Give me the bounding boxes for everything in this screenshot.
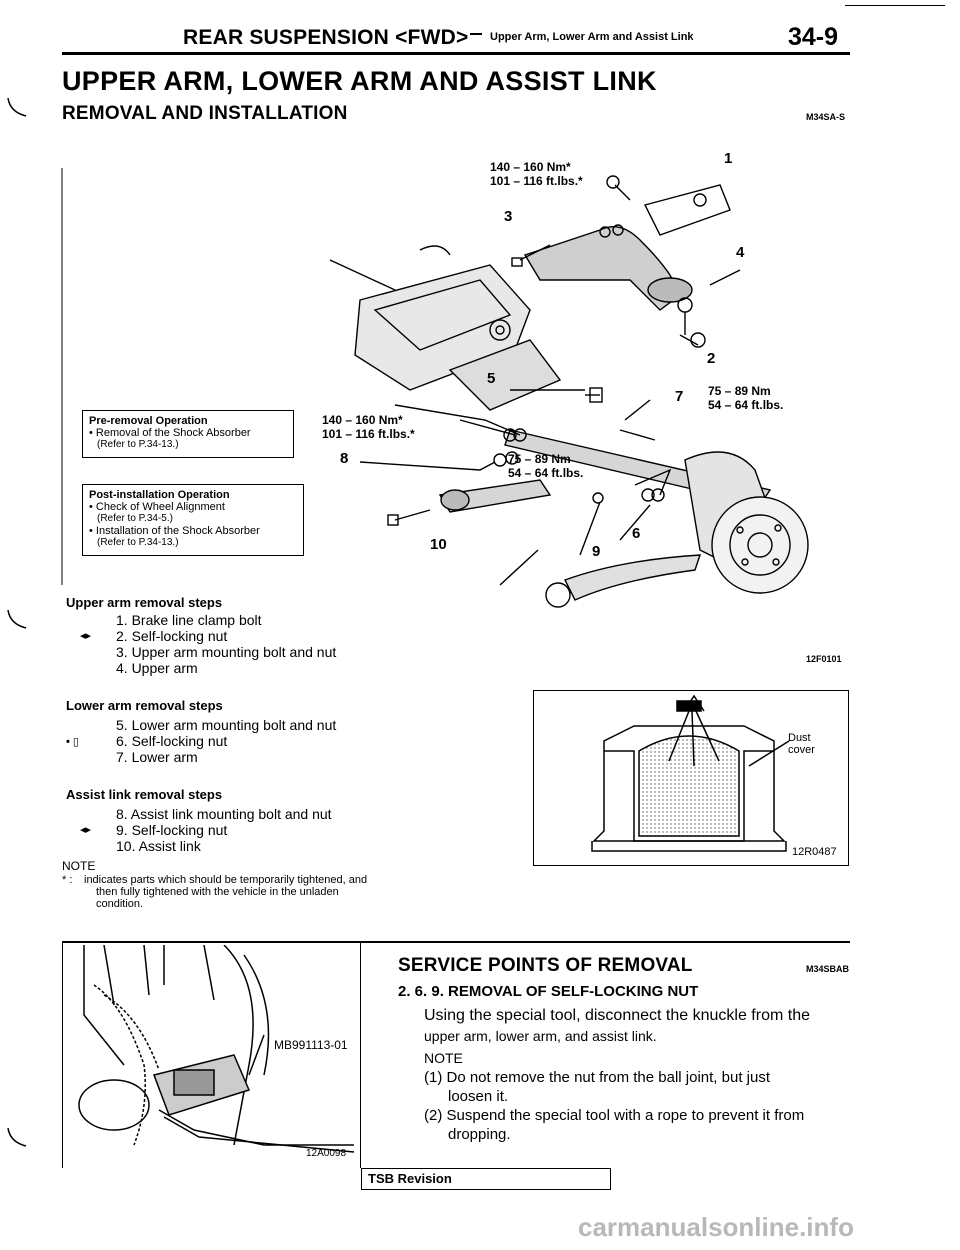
section-divider	[62, 941, 850, 943]
service-subheading: 2. 6. 9. REMOVAL OF SELF-LOCKING NUT	[398, 983, 699, 1000]
assist-steps-heading: Assist link removal steps	[66, 787, 223, 802]
torque-center-ft: 54 – 64 ft.lbs.	[508, 466, 584, 480]
note-asterisk: * :	[62, 874, 73, 886]
post-installation-item-3: • Installation of the Shock Absorber	[89, 525, 260, 537]
assist-step-10: 10. Assist link	[116, 838, 201, 854]
note-line-3: condition.	[96, 898, 144, 910]
pre-removal-box: Pre-removal Operation • Removal of the S…	[82, 410, 294, 458]
diagram-figure-code: 12F0101	[806, 654, 842, 664]
corner-rule	[845, 5, 945, 6]
header-title: REAR SUSPENSION <FWD>	[183, 26, 469, 49]
service-para-1: Using the special tool, disconnect the k…	[424, 1007, 810, 1024]
callout-5: 5	[487, 370, 496, 387]
watermark: carmanualsonline.info	[578, 1212, 854, 1242]
callout-10: 10	[430, 536, 447, 553]
upper-step-3: 3. Upper arm mounting bolt and nut	[116, 644, 337, 660]
upper-step-marker: ◂▸	[80, 630, 92, 642]
lower-step-7: 7. Lower arm	[116, 749, 198, 765]
service-note-1b: loosen it.	[448, 1088, 509, 1105]
dust-label-2: cover	[788, 744, 815, 756]
callout-2: 2	[707, 350, 716, 367]
tsb-revision-label: TSB Revision	[368, 1171, 452, 1186]
upper-step-1: 1. Brake line clamp bolt	[116, 612, 262, 628]
tool-fig-right-border	[360, 941, 361, 1168]
dust-figure-code: 12R0487	[792, 846, 837, 858]
callout-4: 4	[736, 244, 745, 261]
service-note-2b: dropping.	[448, 1126, 511, 1143]
upper-step-2: 2. Self-locking nut	[116, 628, 228, 644]
upper-step-4: 4. Upper arm	[116, 660, 198, 676]
special-tool-figure	[78, 945, 355, 1153]
pre-removal-item-1: • Removal of the Shock Absorber	[89, 427, 251, 439]
torque-right-nm: 75 – 89 Nm	[708, 384, 771, 398]
assist-step-marker: ◂▸	[80, 824, 92, 836]
tsb-revision-box: TSB Revision	[361, 1168, 611, 1190]
suspension-exploded-diagram	[329, 175, 809, 608]
service-note-2a: (2) Suspend the special tool with a rope…	[424, 1107, 805, 1124]
header-page-number: 34-9	[788, 23, 839, 51]
torque-right-ft: 54 – 64 ft.lbs.	[708, 398, 784, 412]
header-rule	[62, 52, 850, 55]
callout-6: 6	[632, 525, 641, 542]
tool-label: MB991113-01	[274, 1038, 348, 1052]
lower-steps-heading: Lower arm removal steps	[66, 698, 223, 713]
post-installation-item-2: (Refer to P.34-5.)	[97, 513, 173, 524]
note-line-2: then fully tightened with the vehicle in…	[96, 886, 339, 898]
lower-step-5: 5. Lower arm mounting bolt and nut	[116, 717, 337, 733]
tool-figure-code: 12A0098	[306, 1148, 347, 1159]
callout-7: 7	[675, 388, 684, 405]
callout-9: 9	[592, 543, 601, 560]
torque-center-nm: 75 – 89 Nm	[508, 452, 571, 466]
post-installation-item-1: • Check of Wheel Alignment	[89, 501, 225, 513]
pre-removal-heading: Pre-removal Operation	[89, 415, 208, 427]
header-subtitle: Upper Arm, Lower Arm and Assist Link	[490, 31, 694, 43]
pre-removal-item-2: (Refer to P.34-13.)	[97, 439, 179, 450]
dust-cover-figure	[533, 690, 849, 866]
upper-steps-heading: Upper arm removal steps	[66, 595, 223, 610]
torque-upper-ft: 101 – 116 ft.lbs.*	[490, 174, 583, 188]
page-title: UPPER ARM, LOWER ARM AND ASSIST LINK	[62, 66, 657, 96]
service-note-label: NOTE	[424, 1050, 463, 1066]
assist-step-9: 9. Self-locking nut	[116, 822, 228, 838]
note-line-1: indicates parts which should be temporar…	[84, 874, 368, 886]
torque-upper-nm: 140 – 160 Nm*	[490, 160, 571, 174]
torque-mid-ft: 101 – 116 ft.lbs.*	[322, 427, 415, 441]
service-para-1b: upper arm, lower arm, and assist link.	[424, 1028, 657, 1044]
callout-8: 8	[340, 450, 349, 467]
post-installation-heading: Post-installation Operation	[89, 489, 230, 501]
callout-1: 1	[724, 150, 733, 167]
section-service-code: M34SBAB	[806, 964, 850, 974]
service-note-1a: (1) Do not remove the nut from the ball …	[424, 1069, 771, 1086]
tool-fig-left-border	[62, 941, 63, 1168]
section-removal-code: M34SA-S	[806, 112, 846, 122]
dust-cover-drawing	[591, 694, 790, 852]
dust-label-1: Dust	[788, 732, 811, 744]
note-label: NOTE	[62, 859, 96, 873]
lower-step-6: 6. Self-locking nut	[116, 733, 228, 749]
lower-step-marker: • ▯	[66, 736, 79, 748]
section-service-title: SERVICE POINTS OF REMOVAL	[398, 955, 693, 976]
section-removal-title: REMOVAL AND INSTALLATION	[62, 103, 348, 124]
post-installation-item-4: (Refer to P.34-13.)	[97, 537, 179, 548]
assist-step-8: 8. Assist link mounting bolt and nut	[116, 806, 332, 822]
torque-mid-nm: 140 – 160 Nm*	[322, 413, 403, 427]
post-installation-box: Post-installation Operation • Check of W…	[82, 484, 304, 556]
callout-3: 3	[504, 208, 513, 225]
header-dash	[470, 33, 482, 35]
